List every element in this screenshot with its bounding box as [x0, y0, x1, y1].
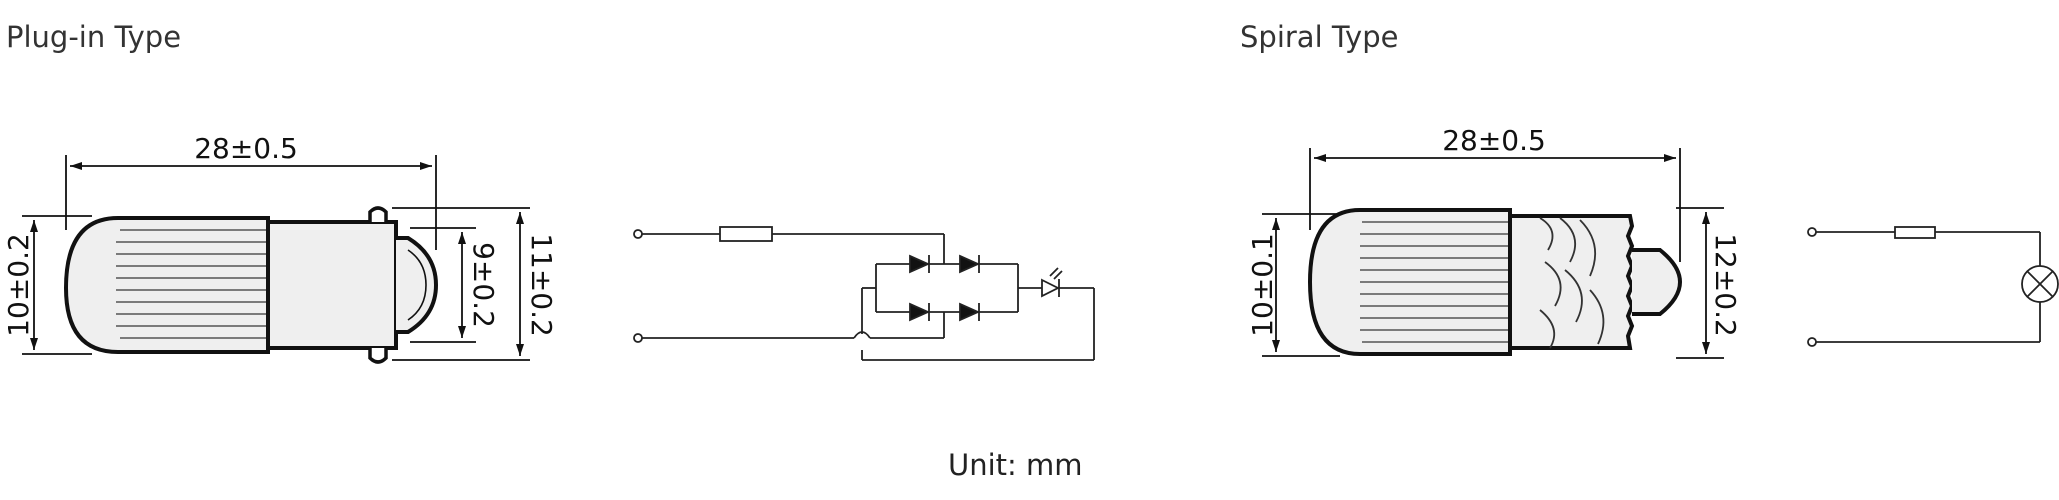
diode: [909, 254, 931, 274]
plug-in-tip-dia-label: 9±0.2: [467, 242, 500, 328]
plug-in-tip: [396, 236, 439, 334]
spiral-type-title: Spiral Type: [1240, 20, 1399, 54]
spiral-dimensions: [1262, 148, 1724, 359]
diode: [959, 302, 981, 322]
spiral-threads: [1539, 217, 1605, 349]
terminal-bottom: [1807, 337, 1817, 347]
spiral-length-label: 28±0.5: [1442, 124, 1546, 157]
terminal-bottom: [633, 333, 643, 343]
spiral-screw-base: [1508, 214, 1635, 350]
plug-in-top-pin: [368, 206, 388, 222]
plug-in-base: [266, 220, 398, 350]
plug-in-body-dia-label: 10±0.2: [2, 233, 35, 337]
plug-in-circuit: [633, 226, 1095, 361]
unit-label: Unit: mm: [948, 448, 1083, 482]
plug-in-dimensions: [22, 155, 530, 361]
spiral-circuit: [1807, 226, 2059, 347]
diode: [909, 302, 931, 322]
plug-in-lamp-drawing: [63, 206, 439, 364]
resistor: [1894, 226, 1936, 239]
terminal-top: [1807, 227, 1817, 237]
led: [1041, 278, 1061, 298]
plug-in-base-dia-label: 11±0.2: [525, 233, 558, 337]
plug-in-bulb-body: [63, 216, 270, 354]
resistor: [719, 226, 773, 242]
diode: [959, 254, 981, 274]
spiral-bulb-stripes: [1360, 221, 1508, 343]
spiral-lamp-drawing: [1307, 208, 1683, 356]
plug-in-type-title: Plug-in Type: [6, 20, 182, 54]
spiral-base-dia-label: 12±0.2: [1709, 233, 1742, 337]
plug-in-bottom-pin: [368, 348, 388, 364]
plug-in-length-label: 28±0.5: [194, 132, 298, 165]
plug-in-bulb-stripes: [116, 229, 266, 339]
terminal-top: [633, 229, 643, 239]
spiral-tip: [1632, 248, 1683, 316]
spiral-body-dia-label: 10±0.1: [1246, 233, 1279, 337]
